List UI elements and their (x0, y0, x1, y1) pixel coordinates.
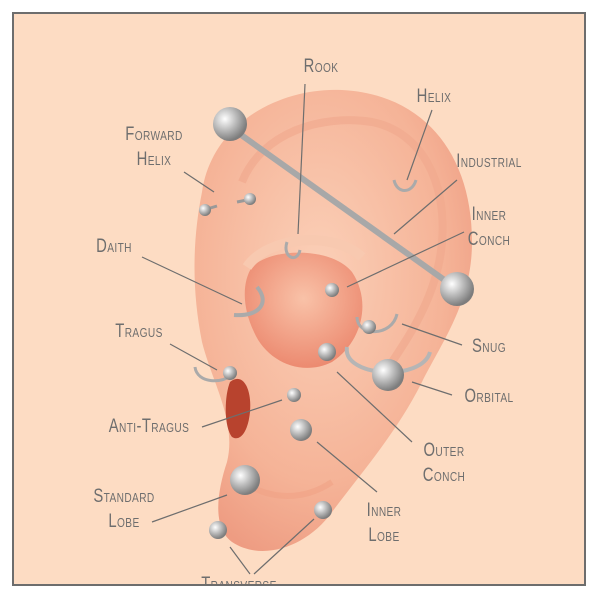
label-outer-conch-line2: Conch (422, 465, 466, 486)
label-inner-lobe: Inner Lobe (349, 498, 419, 548)
label-inner-conch: Inner Conch (450, 202, 528, 252)
label-daith: Daith (96, 236, 132, 257)
ear-canal (225, 378, 251, 439)
label-forward-helix-line1: Forward (125, 124, 183, 145)
conch-bowl (244, 252, 363, 368)
label-forward-helix: Forward Helix (107, 122, 201, 172)
diagram-frame: Rook Helix Forward Helix Industrial Inne… (12, 12, 586, 586)
label-transverse: Transverse (201, 574, 277, 586)
label-rook: Rook (303, 56, 339, 77)
label-helix: Helix (416, 86, 452, 107)
label-snug: Snug (472, 336, 506, 357)
label-standard-lobe-line1: Standard (93, 486, 155, 507)
label-industrial: Industrial (456, 151, 522, 172)
label-orbital: Orbital (464, 386, 514, 407)
ear-illustration (141, 83, 474, 575)
label-outer-conch: Outer Conch (409, 438, 479, 488)
label-inner-conch-line2: Conch (467, 229, 511, 250)
label-tragus: Tragus (115, 321, 163, 342)
label-forward-helix-line2: Helix (136, 149, 172, 170)
label-standard-lobe: Standard Lobe (81, 484, 167, 534)
label-inner-lobe-line2: Lobe (368, 525, 400, 546)
label-outer-conch-line1: Outer (423, 440, 465, 461)
label-inner-conch-line1: Inner (471, 204, 507, 225)
label-anti-tragus: Anti-Tragus (108, 416, 190, 437)
label-standard-lobe-line2: Lobe (108, 511, 140, 532)
label-inner-lobe-line1: Inner (366, 500, 402, 521)
